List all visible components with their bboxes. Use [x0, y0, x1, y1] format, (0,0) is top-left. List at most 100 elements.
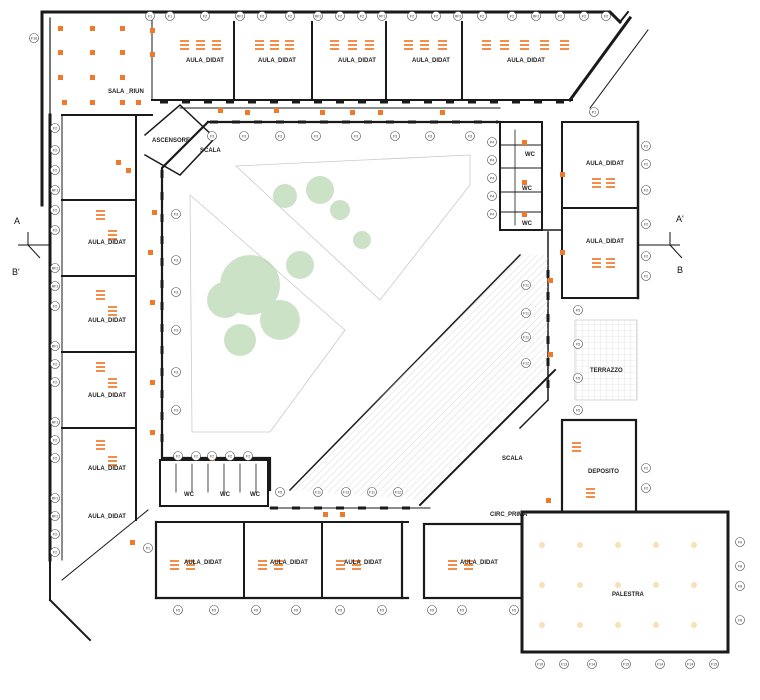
element-tag: F16: [29, 33, 39, 43]
light-mark: [539, 582, 545, 588]
fixture-mark: [546, 498, 551, 503]
desk-mark: [572, 446, 581, 448]
desk-mark: [586, 492, 595, 494]
desk-mark: [330, 40, 339, 42]
fixture-mark: [150, 300, 155, 305]
element-tag: P4: [487, 173, 497, 183]
desk-mark: [482, 48, 491, 50]
element-tag: F12: [393, 487, 403, 497]
svg-text:F3: F3: [393, 134, 397, 138]
desk-mark: [96, 210, 105, 212]
room-label-wc-bottom-3: WC: [250, 492, 261, 498]
svg-text:F2: F2: [434, 14, 438, 18]
window-bars: [48, 100, 570, 560]
svg-text:RF1: RF1: [52, 344, 59, 348]
desk-mark: [348, 48, 357, 50]
room-label-deposito: DEPOSITO: [588, 469, 619, 475]
room-label-aula-bottom-2: AULA_DIDAT: [270, 560, 308, 566]
element-tag: RF1: [377, 11, 387, 21]
element-tag: F2: [50, 205, 60, 215]
svg-text:F5: F5: [460, 608, 464, 612]
room-label-terrazzo: TERRAZZO: [590, 368, 623, 374]
element-tag: F2: [50, 453, 60, 463]
svg-text:F2: F2: [210, 454, 214, 458]
desk-mark: [96, 448, 105, 450]
desk-mark: [448, 560, 457, 562]
svg-text:F2: F2: [53, 168, 57, 172]
desk-mark: [586, 488, 595, 490]
hatched-ramp: [290, 255, 548, 500]
svg-text:F2: F2: [53, 148, 57, 152]
desk-mark: [586, 496, 595, 498]
svg-text:F2: F2: [53, 532, 57, 536]
desk-mark: [270, 40, 279, 42]
element-tag: F8: [735, 615, 745, 625]
fixture-mark: [152, 210, 157, 215]
svg-text:F2: F2: [644, 274, 648, 278]
fixture-mark: [522, 140, 527, 145]
desk-mark: [592, 178, 601, 180]
svg-text:RF1: RF1: [52, 514, 59, 518]
element-tag: P4: [487, 209, 497, 219]
element-tag: F2: [50, 301, 60, 311]
desk-mark: [560, 40, 569, 42]
element-tag: F3: [207, 131, 217, 141]
svg-text:F2: F2: [644, 162, 648, 166]
svg-text:F11: F11: [315, 490, 321, 494]
room-label-aula-right-2: AULA_DIDAT: [586, 239, 624, 245]
element-tag: F5: [509, 605, 519, 615]
fixture-mark: [440, 110, 445, 115]
room-label-sala-riun: SALA _RIUN: [108, 89, 144, 95]
svg-text:F12: F12: [395, 490, 401, 494]
room-label-ascensore: ASCENSORE: [152, 138, 190, 144]
desk-mark: [96, 440, 105, 442]
svg-text:F5: F5: [278, 490, 282, 494]
element-tag: F2: [50, 145, 60, 155]
element-tag: F2: [50, 123, 60, 133]
light-mark: [539, 542, 545, 548]
svg-text:F14: F14: [687, 662, 693, 666]
room-label-aula-top-5: AULA_DIDAT: [507, 58, 545, 64]
svg-text:F2: F2: [203, 14, 207, 18]
svg-text:F12: F12: [523, 361, 529, 365]
desk-mark: [108, 230, 117, 232]
fixture-mark: [130, 540, 135, 545]
fixture-mark: [560, 172, 565, 177]
desk-mark: [96, 366, 105, 368]
element-tag: F5: [173, 605, 183, 615]
element-tag: F2: [50, 377, 60, 387]
svg-text:F2: F2: [53, 456, 57, 460]
light-mark: [691, 542, 697, 548]
room-label-aula-right-1: AULA_DIDAT: [586, 161, 624, 167]
element-tag: F3: [239, 131, 249, 141]
element-tag: F2: [50, 165, 60, 175]
terrazzo-grid: [574, 319, 638, 401]
svg-text:F2: F2: [228, 454, 232, 458]
fixture-mark: [320, 110, 325, 115]
fixture-mark: [150, 430, 155, 435]
light-mark: [577, 622, 583, 628]
desk-mark: [464, 560, 473, 562]
svg-text:F5: F5: [576, 408, 580, 412]
room-label-wc-bottom-2: WC: [220, 492, 231, 498]
svg-text:F11: F11: [523, 335, 529, 339]
room-labels: SALA _RIUN AULA_DIDAT AULA_DIDAT AULA_DI…: [88, 58, 645, 598]
room-label-aula-top-4: AULA_DIDAT: [412, 58, 450, 64]
desk-mark: [258, 564, 267, 566]
fixture-mark: [522, 180, 527, 185]
element-tag: F3: [171, 405, 181, 415]
element-tag: F2: [601, 11, 611, 21]
svg-text:P4: P4: [490, 176, 494, 180]
fixture-mark: [150, 28, 155, 33]
desk-mark: [404, 40, 413, 42]
element-tag: F2: [641, 159, 651, 169]
desk-mark: [170, 564, 179, 566]
light-mark: [539, 622, 545, 628]
room-label-wc-right-2: WC: [522, 186, 533, 192]
desk-mark: [330, 44, 339, 46]
element-tag: F3: [311, 131, 321, 141]
element-tag: F2: [477, 11, 487, 21]
section-mark-b-right: B: [677, 265, 683, 275]
element-tag: F5: [275, 487, 285, 497]
svg-text:RF1: RF1: [52, 188, 59, 192]
